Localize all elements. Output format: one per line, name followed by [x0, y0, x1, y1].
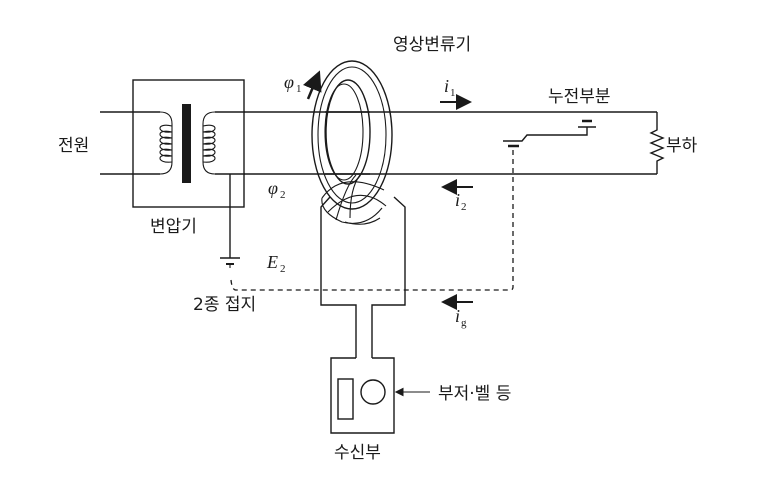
alarm-buzzer-icon	[360, 379, 386, 405]
svg-text:i: i	[455, 190, 460, 210]
svg-text:i: i	[455, 306, 460, 326]
phi1-flux-arrow	[303, 70, 322, 100]
zct-toroid[interactable]	[311, 60, 393, 225]
receiver-display	[337, 378, 354, 420]
label-load: 부하	[666, 136, 698, 156]
label-receiver: 수신부	[334, 443, 381, 463]
transformer-core	[182, 104, 191, 183]
symbol-phi2: φ 2	[268, 178, 286, 201]
leakage-current-path	[230, 150, 514, 291]
svg-text:g: g	[461, 317, 467, 329]
symbol-i1: i 1	[444, 76, 456, 99]
symbol-i2: i 2	[455, 190, 467, 213]
ground-connection	[220, 174, 240, 268]
svg-text:2: 2	[280, 189, 286, 201]
primary-coil	[159, 111, 173, 175]
svg-text:E: E	[266, 252, 278, 272]
leakage-path	[503, 119, 596, 148]
label-zct: 영상변류기	[393, 35, 471, 55]
svg-text:2: 2	[461, 201, 467, 213]
secondary-coil	[202, 111, 216, 175]
zct-housing	[320, 196, 406, 358]
svg-text:φ: φ	[268, 178, 278, 198]
label-ground: 2종 접지	[193, 295, 256, 315]
label-alarm: 부저·벨 등	[438, 384, 511, 404]
svg-text:i: i	[444, 76, 449, 96]
receiver-unit[interactable]	[330, 357, 430, 434]
symbol-phi1: φ 1	[284, 72, 302, 95]
svg-text:1: 1	[296, 83, 302, 95]
transformer	[100, 79, 245, 208]
load-resistor	[649, 112, 665, 174]
label-transformer: 변압기	[150, 217, 197, 237]
label-power-source: 전원	[58, 136, 89, 156]
svg-text:1: 1	[450, 87, 456, 99]
svg-text:φ: φ	[284, 72, 294, 92]
symbol-E2: E 2	[266, 252, 286, 275]
svg-text:2: 2	[280, 263, 286, 275]
symbol-ig: i g	[455, 306, 467, 329]
label-leakage-part: 누전부분	[548, 87, 611, 107]
transformer-box	[132, 79, 245, 208]
